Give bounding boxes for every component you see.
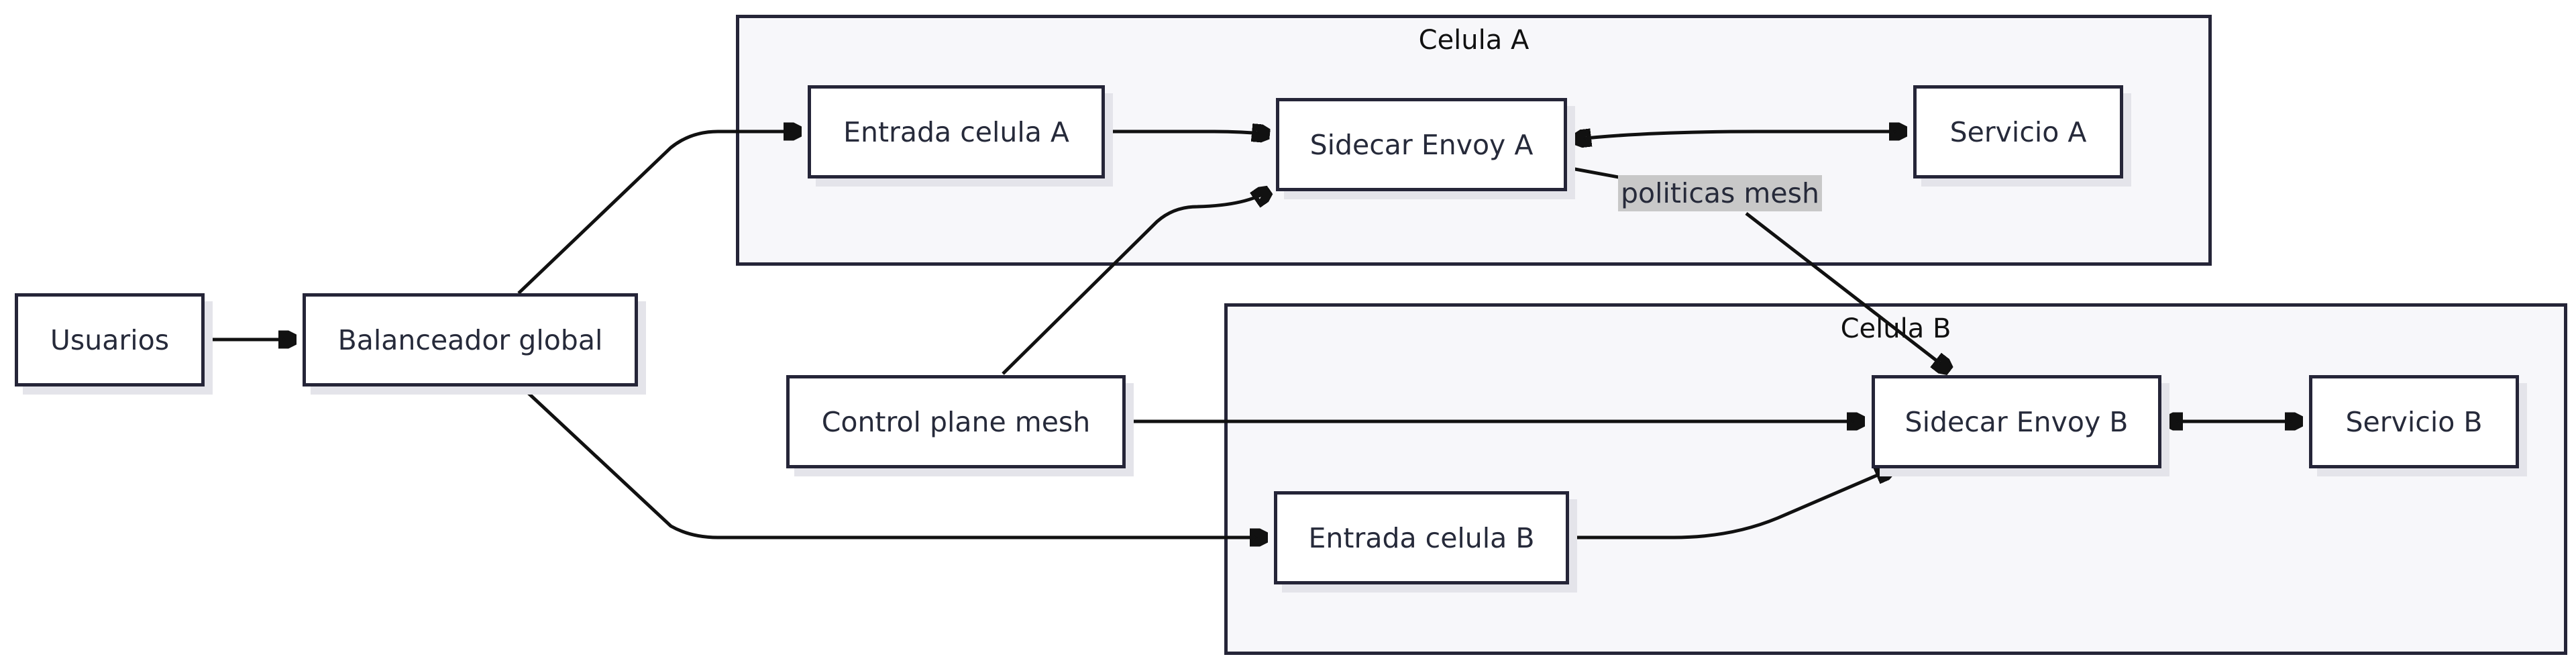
edge-sidecar-a-sidecar-b [1567, 166, 1950, 371]
node-servicio-a[interactable]: Servicio A [1913, 85, 2123, 178]
edge-entrada-b-sidecar-b [1570, 468, 1893, 539]
node-sidecar-envoy-b[interactable]: Sidecar Envoy B [1872, 375, 2161, 468]
node-balanceador-global[interactable]: Balanceador global [303, 293, 638, 387]
node-usuarios[interactable]: Usuarios [15, 293, 205, 387]
node-entrada-celula-b[interactable]: Entrada celula B [1274, 491, 1569, 584]
edge-entrada-a-sidecar-a [1104, 132, 1270, 134]
edge-control-plane-sidecar-a [1002, 190, 1270, 375]
node-servicio-b[interactable]: Servicio B [2309, 375, 2519, 468]
edge-balanceador-entrada-b [520, 385, 1268, 537]
cluster-celula-a-title: Celula A [1418, 25, 1529, 56]
edge-label-politicas-mesh: politicas mesh [1618, 175, 1822, 211]
node-sidecar-envoy-a[interactable]: Sidecar Envoy A [1276, 98, 1567, 191]
node-control-plane-mesh[interactable]: Control plane mesh [786, 375, 1126, 468]
edge-sidecar-a-servicio-a [1573, 132, 1907, 140]
node-entrada-celula-a[interactable]: Entrada celula A [808, 85, 1105, 178]
edge-balanceador-entrada-a [517, 132, 802, 295]
